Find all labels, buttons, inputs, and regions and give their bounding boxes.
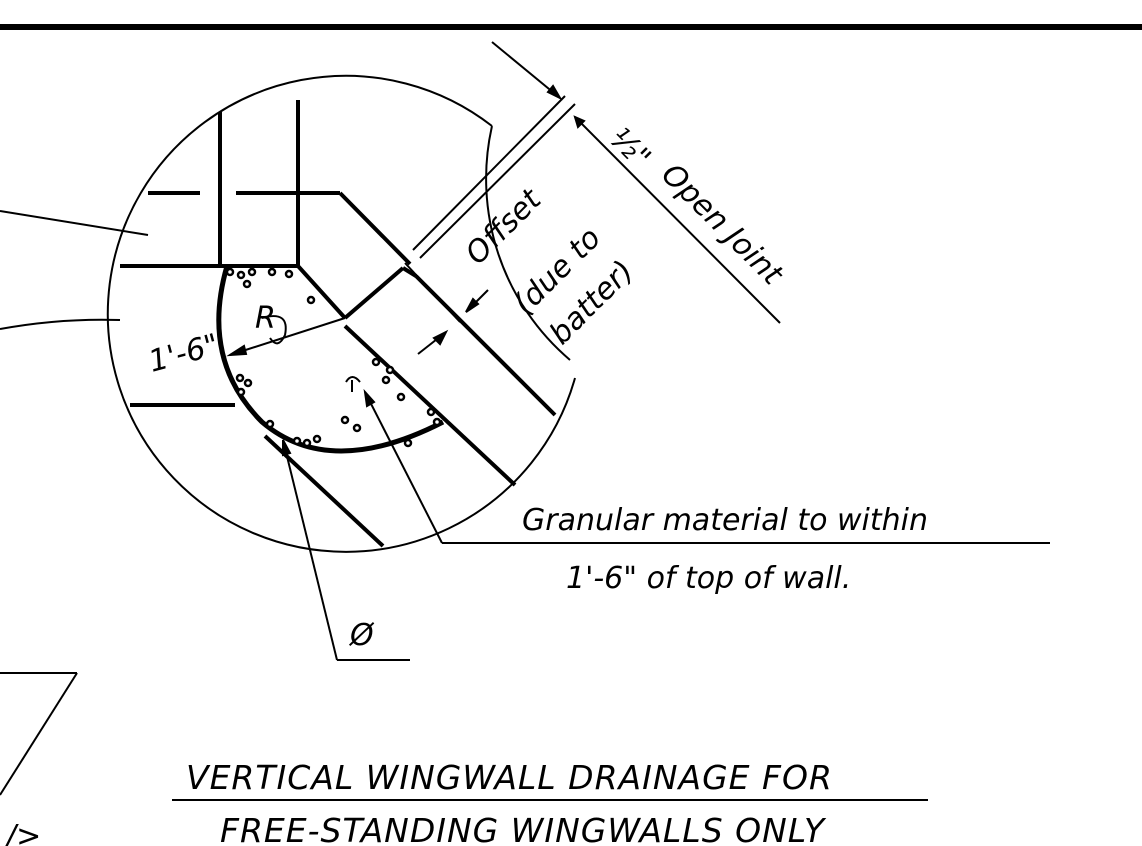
granular-boundary [216,265,445,454]
granular-label-line1: Granular material to within [522,503,928,538]
wall-outline [120,100,557,548]
title-line1: VERTICAL WINGWALL DRAINAGE FOR [186,758,833,797]
radius-label: R [255,301,276,336]
offset-label: Offset [459,182,549,272]
radius-dimension [226,315,346,357]
detail-circle [106,74,576,553]
open-joint-lines [404,95,576,323]
left-leader-upper [0,210,149,236]
granular-label-line2: 1'-6" of top of wall. [566,561,851,596]
diameter-label: Ø [348,618,375,653]
aggregate-dots [225,267,442,448]
granular-leader [363,388,1050,544]
offset-dimension [417,289,489,355]
stray-mark: /> [3,819,41,846]
diameter-leader [282,439,410,661]
title-line2: FREE-STANDING WINGWALLS ONLY [220,811,827,846]
lower-left-lines [0,672,78,796]
open-joint-dimension [491,41,781,324]
weep-hole-marker [345,376,361,392]
open-joint-fraction-label: ½" [602,121,657,176]
open-joint-label: Open Joint [654,157,790,293]
left-leader-lower [0,318,121,330]
dimension-label: 1'-6" [145,328,223,380]
